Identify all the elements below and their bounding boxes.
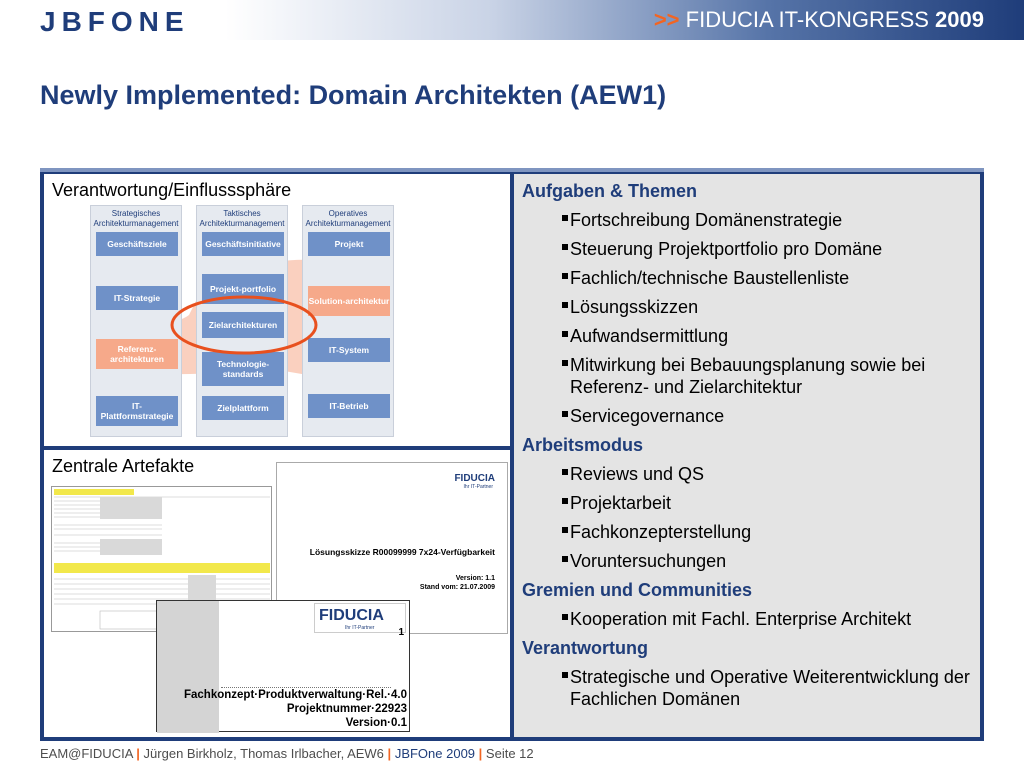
list-item: Reviews und QS: [522, 463, 970, 485]
block-technologiestandards: Technologie-standards: [202, 352, 284, 386]
fiducia-tagline: Ihr IT-Partner: [345, 625, 375, 631]
column-operative: Operatives Architekturmanagement Projekt…: [302, 205, 394, 437]
block-it-betrieb: IT-Betrieb: [308, 394, 390, 418]
list-item: Projektarbeit: [522, 492, 970, 514]
list-item: Kooperation mit Fachl. Enterprise Archit…: [522, 608, 970, 630]
list-item: Strategische und Operative Weiterentwick…: [522, 666, 970, 710]
influence-label: Verantwortung/Einflusssphäre: [52, 180, 292, 200]
footer-separator: |: [478, 746, 483, 761]
page-number: 1: [398, 627, 404, 638]
section-heading: Aufgaben & Themen: [522, 181, 698, 201]
frame-top-line: [40, 168, 984, 172]
footer-page: Seite 12: [485, 746, 534, 761]
jbfone-logo: JBFONE: [40, 6, 190, 37]
artefacts-label: Zentrale Artefakte: [52, 456, 195, 476]
doc-date: Stand vom: 21.07.2009: [419, 584, 495, 591]
fachkonzept-thumbnail: FIDUCIA Ihr IT-Partner 1 Fachkonzept·Pro…: [156, 600, 410, 733]
list-item: Lösungsskizzen: [522, 296, 970, 318]
block-geschaeftsziele: Geschäftsziele: [96, 232, 178, 256]
list-item: Fortschreibung Domänenstrategie: [522, 209, 970, 231]
list-item: Aufwandsermittlung: [522, 325, 970, 347]
list-item: Fachkonzepterstellung: [522, 521, 970, 543]
block-it-strategie: IT-Strategie: [96, 286, 178, 310]
block-it-system: IT-System: [308, 338, 390, 362]
footer-eam: EAM@FIDUCIA: [40, 746, 133, 761]
slide-title: Newly Implemented: Domain Architekten (A…: [40, 80, 667, 110]
congress-year: 2009: [935, 7, 984, 32]
list-item: Mitwirkung bei Bebauungsplanung sowie be…: [522, 354, 970, 398]
column-title: Operatives Architekturmanagement: [305, 209, 391, 228]
doc-line-2: Projektnummer·22923: [286, 703, 407, 715]
vertical-divider: [510, 174, 514, 737]
doc-line-3: Version·0.1: [345, 717, 407, 729]
column-strategic: Strategisches Architekturmanagement Gesc…: [90, 205, 182, 437]
list-item: Voruntersuchungen: [522, 550, 970, 572]
section-heading: Arbeitsmodus: [522, 435, 644, 455]
doc-line-1: Fachkonzept·Produktverwaltung·Rel.·4.0: [183, 689, 407, 701]
column-title: Strategisches Architekturmanagement: [93, 209, 179, 228]
block-it-plattformstrategie: IT-Plattformstrategie: [96, 396, 178, 426]
fiducia-logo: FIDUCIA: [454, 473, 495, 484]
block-solutionarchitektur: Solution-architektur: [308, 286, 390, 316]
section-heading: Verantwortung: [522, 638, 649, 658]
list-item: Fachlich/technische Baustellenliste: [522, 267, 970, 289]
block-zielarchitekturen: Zielarchitekturen: [202, 312, 284, 338]
horizontal-divider: [44, 446, 510, 450]
footer-separator: |: [387, 746, 392, 761]
logo-box: FIDUCIA Ihr IT-Partner: [314, 603, 406, 633]
congress-arrows: >>: [653, 7, 680, 32]
column-title: Taktisches Architekturmanagement: [199, 209, 285, 228]
fiducia-tagline: Ihr IT-Partner: [463, 484, 493, 490]
doc-rule: [221, 687, 391, 688]
block-projekt: Projekt: [308, 232, 390, 256]
header-bar: [0, 0, 1024, 40]
responsibilities-panel: Aufgaben & Themen Fortschreibung Domänen…: [514, 174, 980, 737]
footer-brand: JBFOne 2009: [394, 746, 476, 761]
doc-version: Version: 1.1: [455, 575, 495, 582]
slide-footer: EAM@FIDUCIA | Jürgen Birkholz, Thomas Ir…: [40, 746, 534, 761]
congress-text: FIDUCIA IT-KONGRESS: [685, 7, 929, 32]
footer-separator: |: [136, 746, 140, 761]
doc-title: Lösungsskizze R00099999 7x24-Verfügbarke…: [309, 547, 495, 557]
footer-authors: Jürgen Birkholz, Thomas Irlbacher, AEW6: [143, 746, 384, 761]
architecture-diagram: Strategisches Architekturmanagement Gesc…: [89, 205, 395, 437]
block-geschaeftsinitiative: Geschäftsinitiative: [202, 232, 284, 256]
content-frame: [40, 170, 984, 741]
column-tactical: Taktisches Architekturmanagement Geschäf…: [196, 205, 288, 437]
congress-banner: >> FIDUCIA IT-KONGRESS 2009: [654, 7, 984, 33]
doc-margin: [157, 601, 219, 733]
focus-ellipse: [170, 295, 318, 355]
list-item: Steuerung Projektportfolio pro Domäne: [522, 238, 970, 260]
list-item: Servicegovernance: [522, 405, 970, 427]
block-zielplattform: Zielplattform: [202, 396, 284, 420]
section-heading: Gremien und Communities: [522, 580, 753, 600]
fiducia-logo: FIDUCIA: [319, 607, 384, 624]
block-referenzarchitekturen: Referenz-architekturen: [96, 339, 178, 369]
